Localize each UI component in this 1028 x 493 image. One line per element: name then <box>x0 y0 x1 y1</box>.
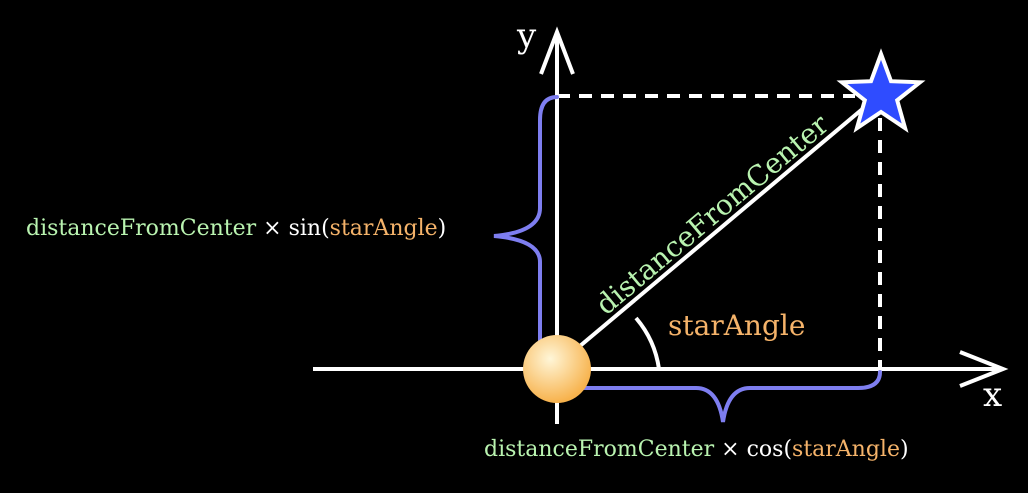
sin-expression-operator: × sin( <box>256 216 330 241</box>
angle-arc <box>634 316 661 370</box>
y-axis-label: y <box>516 16 537 56</box>
cos-expression-variable: distanceFromCenter <box>484 437 715 462</box>
sin-brace <box>493 95 559 372</box>
cos-expression: distanceFromCenter × cos(starAngle) <box>484 437 909 462</box>
x-axis-arrowhead <box>959 350 1009 388</box>
cos-expression-close: ) <box>900 437 909 462</box>
x-axis-label: x <box>983 375 1002 415</box>
sin-expression-angle: starAngle <box>330 216 438 241</box>
cos-brace <box>555 370 882 423</box>
cos-expression-operator: × cos( <box>714 437 792 462</box>
hypotenuse-label: distanceFromCenter <box>589 107 835 321</box>
sun-icon <box>523 335 591 403</box>
sin-expression: distanceFromCenter × sin(starAngle) <box>26 216 446 241</box>
hypotenuse-line <box>572 104 868 353</box>
angle-label: starAngle <box>668 309 805 342</box>
sin-expression-variable: distanceFromCenter <box>26 216 257 241</box>
y-axis-arrowhead <box>539 26 575 75</box>
sin-expression-close: ) <box>438 216 447 241</box>
star-icon <box>836 48 926 133</box>
cos-expression-angle: starAngle <box>792 437 900 462</box>
